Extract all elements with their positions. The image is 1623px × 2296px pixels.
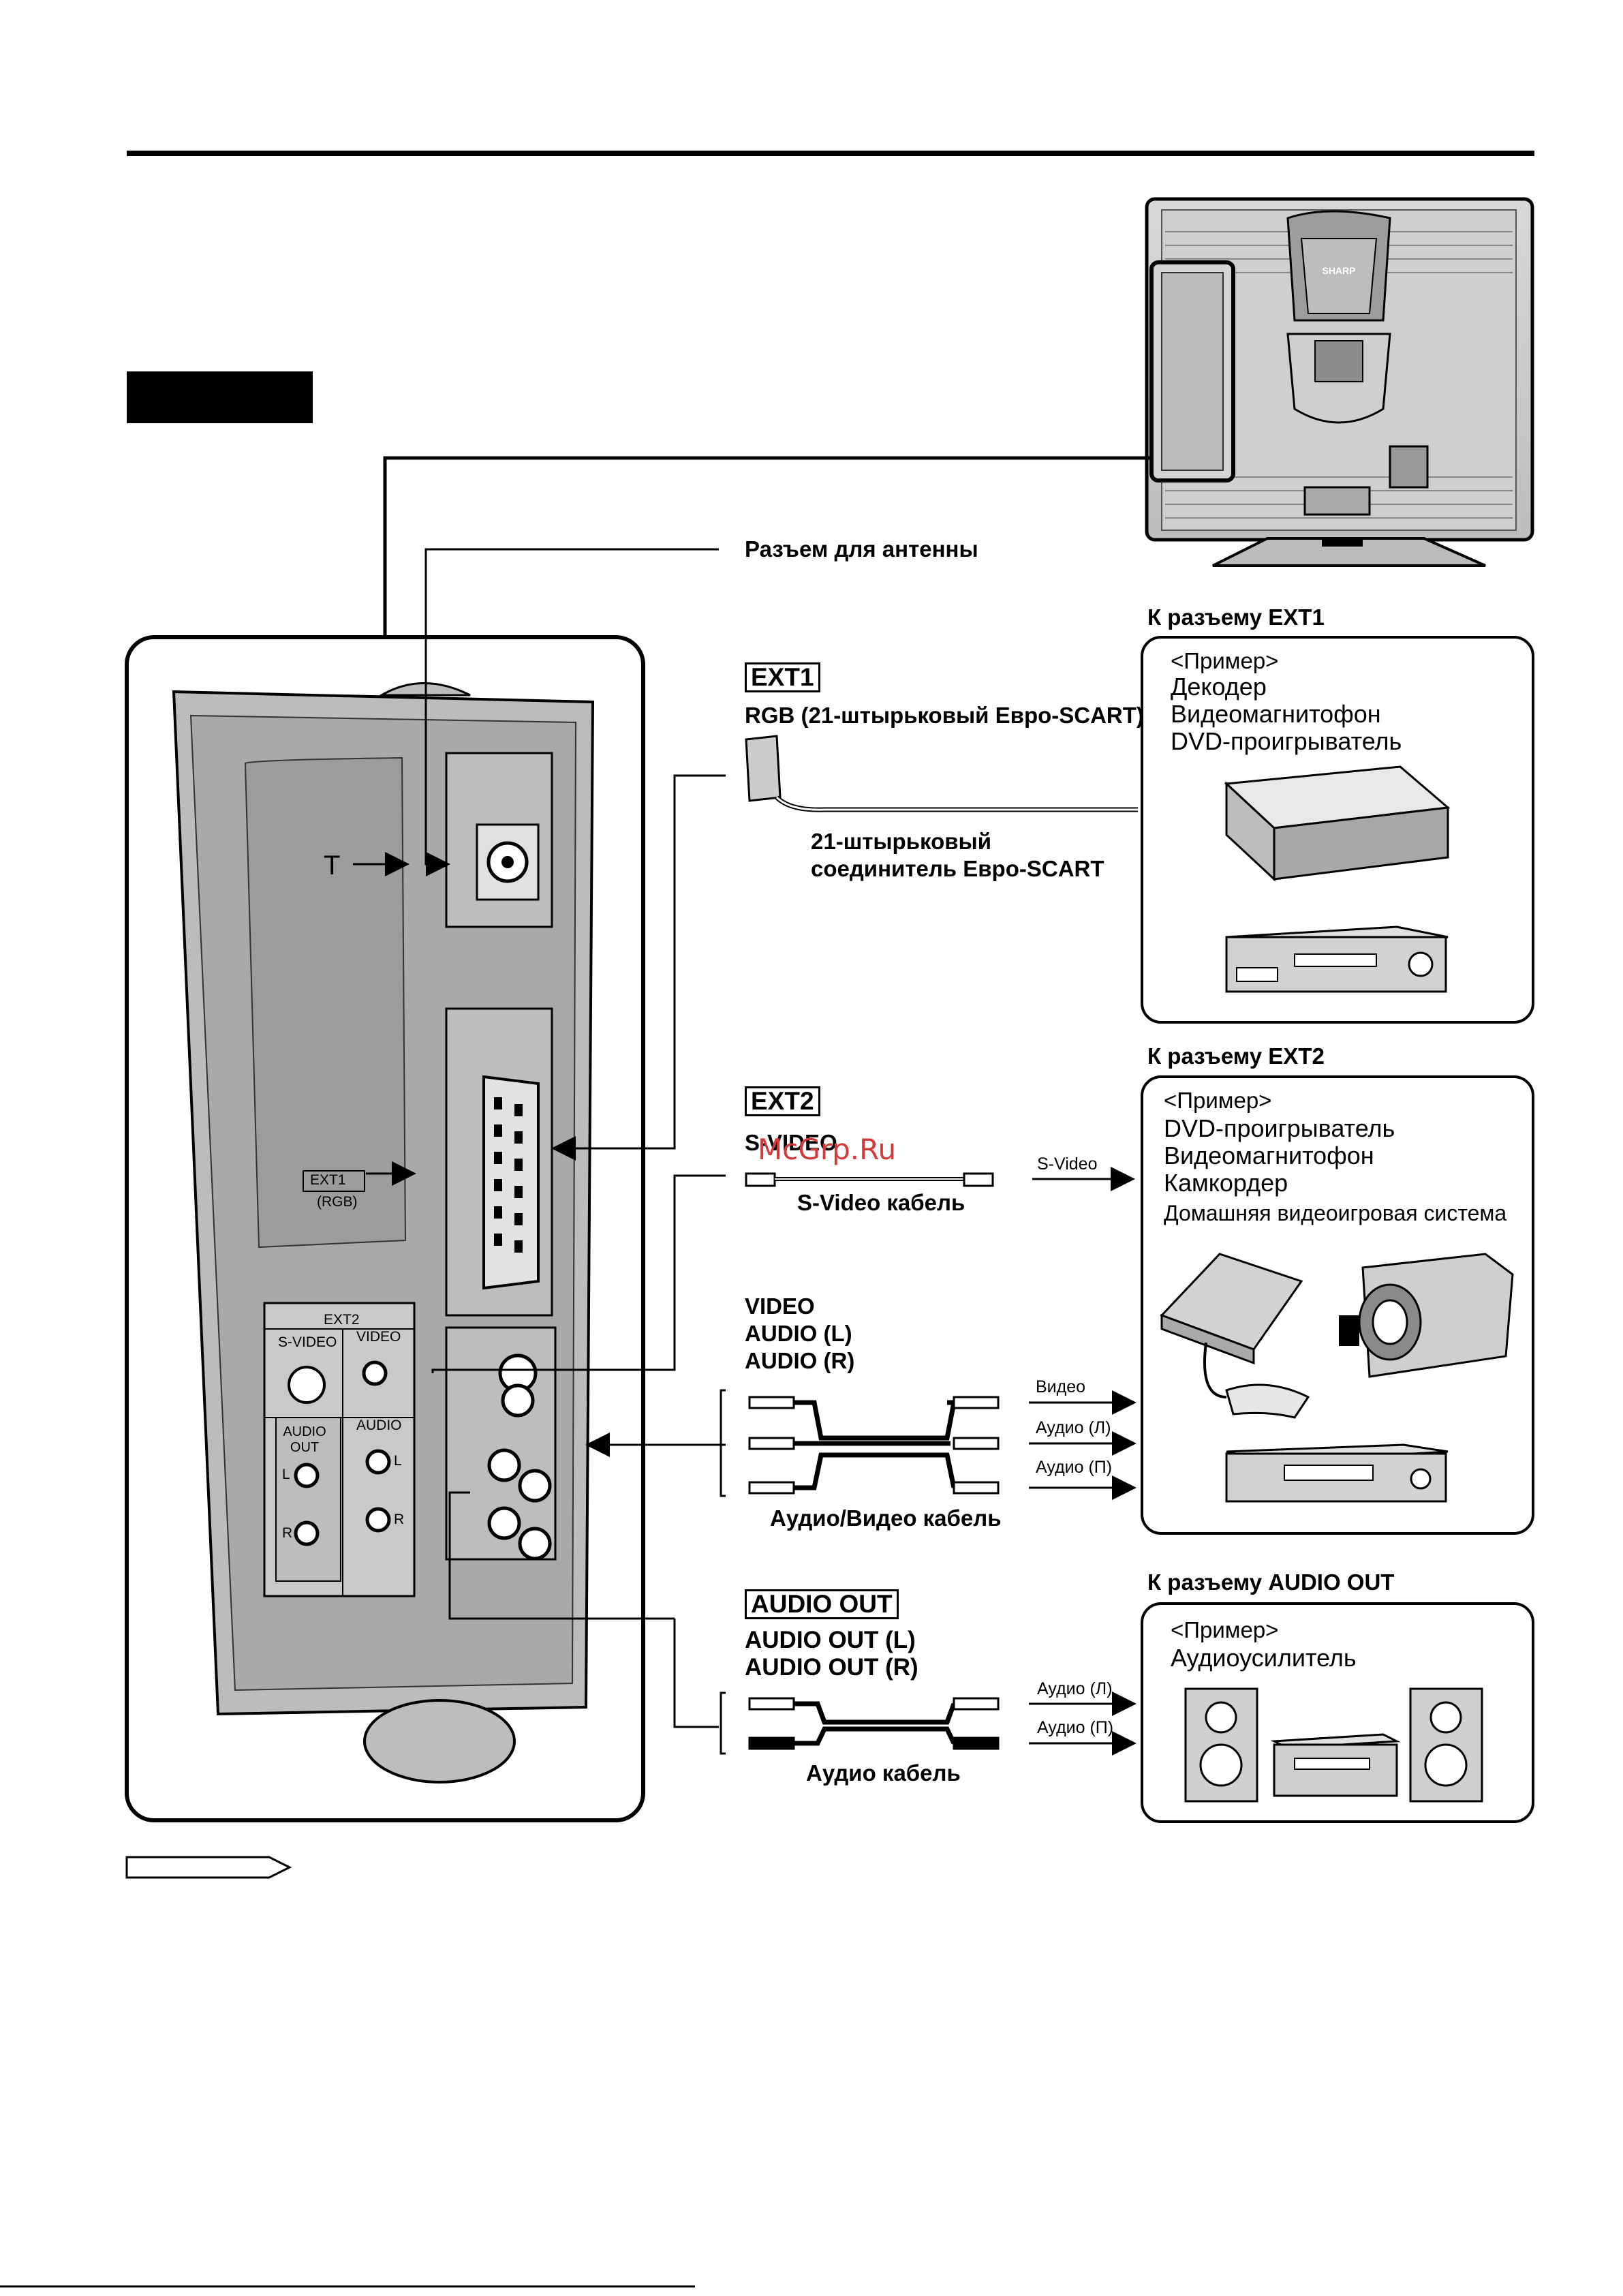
scart-connector-label: 21-штырьковый соединитель Евро-SCART — [811, 829, 1104, 881]
ext2-example-2: Камкордер — [1164, 1169, 1288, 1197]
tv-brand-logo: SHARP — [1322, 265, 1355, 276]
audio-out-example-header: <Пример> — [1171, 1617, 1279, 1642]
svideo-signal-label: S-Video — [1037, 1154, 1098, 1174]
ext1-subtitle: RGB (21-штырьковый Евро-SCART) — [745, 703, 1144, 728]
svideo-cable-label: S-Video кабель — [797, 1190, 965, 1215]
ext2-example-1: Видеомагнитофон — [1164, 1142, 1374, 1169]
av-label-1: AUDIO (L) — [745, 1321, 852, 1346]
audio-out-signal-1: Аудио (П) — [1037, 1718, 1114, 1737]
note-arrow — [125, 1856, 292, 1879]
av-cable — [720, 1389, 1137, 1500]
av-label-2: AUDIO (R) — [745, 1348, 855, 1373]
ext2-example-0: DVD-проигрыватель — [1164, 1114, 1395, 1142]
tv-back-illustration: SHARP — [1145, 197, 1534, 567]
ext1-to-label: К разъему EXT1 — [1147, 604, 1325, 630]
audio-out-to-label: К разъему AUDIO OUT — [1147, 1570, 1395, 1595]
vcr2-icon — [1225, 1443, 1449, 1503]
ext2-svideo-label: S-VIDEO — [745, 1130, 837, 1155]
panel-ext2-label: EXT2 — [324, 1312, 360, 1328]
panel-svideo-label: S-VIDEO — [278, 1334, 337, 1350]
av-cable-label: Аудио/Видео кабель — [770, 1505, 1002, 1531]
panel-l2-label: L — [394, 1453, 402, 1469]
ext2-devices-box — [1141, 1075, 1534, 1535]
panel-r2-label: R — [394, 1512, 405, 1527]
link-line-tv-to-panel — [383, 456, 1151, 637]
ext1-tag: EXT1 — [745, 662, 820, 692]
ext1-example-2: DVD-проигрыватель — [1171, 727, 1402, 755]
ext1-example-0: Декодер — [1171, 673, 1267, 701]
antenna-label: Разъем для антенны — [745, 536, 978, 562]
audio-system-icon — [1184, 1687, 1483, 1803]
watermark: McGrp.Ru — [758, 1133, 897, 1166]
audio-out-label-0: AUDIO OUT (L) — [745, 1627, 916, 1653]
top-rule — [127, 151, 1534, 156]
leader-lines — [424, 548, 726, 1728]
audio-out-example-0: Аудиоусилитель — [1171, 1644, 1357, 1672]
scart-cable — [745, 735, 1138, 812]
av-label-0: VIDEO — [745, 1294, 815, 1319]
ext2-to-label: К разъему EXT2 — [1147, 1043, 1325, 1069]
panel-audio-out-label: AUDIO OUT — [283, 1424, 326, 1455]
panel-audio-label: AUDIO — [356, 1418, 402, 1433]
audio-out-tag: AUDIO OUT — [745, 1589, 899, 1619]
audio-out-label-1: AUDIO OUT (R) — [745, 1654, 918, 1681]
ext2-tag: EXT2 — [745, 1086, 820, 1116]
av-signal-1: Аудио (Л) — [1036, 1418, 1111, 1437]
panel-r-label: R — [282, 1525, 293, 1541]
panel-ext1-label: EXT1 — [310, 1172, 346, 1188]
audio-cable — [720, 1692, 1137, 1756]
panel-video-label: VIDEO — [356, 1329, 401, 1345]
vcr-icon — [1225, 925, 1449, 993]
av-signal-2: Аудио (П) — [1036, 1458, 1113, 1477]
decoder-icon — [1224, 765, 1451, 882]
ext2-example-3: Домашняя видеоигровая система — [1164, 1201, 1507, 1225]
game-console-icon — [1160, 1253, 1310, 1419]
svg-text:T: T — [324, 851, 340, 881]
audio-out-signal-0: Аудио (Л) — [1037, 1679, 1113, 1698]
ext2-example-header: <Пример> — [1164, 1088, 1272, 1113]
section-header-bar — [127, 371, 313, 423]
panel-ext1-sub: (RGB) — [317, 1194, 358, 1210]
ext1-example-header: <Пример> — [1171, 648, 1279, 673]
panel-closeup: T — [125, 635, 645, 1822]
panel-ext1-box — [303, 1170, 365, 1192]
panel-l-label: L — [282, 1467, 290, 1482]
ext1-example-1: Видеомагнитофон — [1171, 700, 1381, 728]
camcorder-icon — [1339, 1253, 1514, 1378]
audio-cable-label: Аудио кабель — [806, 1760, 961, 1786]
av-signal-0: Видео — [1036, 1377, 1086, 1396]
svideo-cable — [745, 1167, 1135, 1191]
